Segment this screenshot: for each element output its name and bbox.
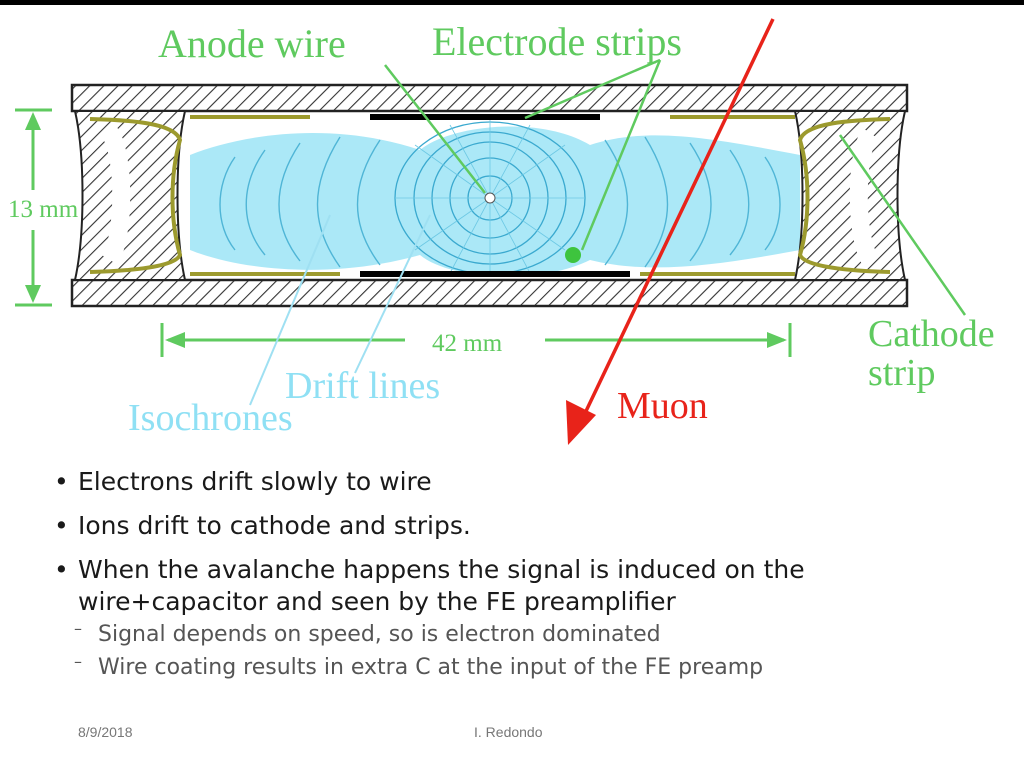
cathode-coating <box>89 115 891 276</box>
electrode-strips <box>360 114 630 277</box>
cathode-strip-label-line1: Cathode <box>868 313 995 355</box>
sub-bullet-container: Signal depends on speed, so is electron … <box>52 612 992 684</box>
muon-track <box>566 18 775 445</box>
drift-leader-lines <box>249 214 431 406</box>
electrode-strips-label: Electrode strips <box>432 19 682 64</box>
bullet-item: When the avalanche happens the signal is… <box>52 554 992 618</box>
electrode-point-dot <box>565 247 581 263</box>
anode-wire-label: Anode wire <box>158 21 346 66</box>
top-border <box>0 0 1024 5</box>
muon-label: Muon <box>617 385 708 427</box>
anode-wire-dot <box>484 192 496 204</box>
sub-bullet-list: Signal depends on speed, so is electron … <box>52 612 992 684</box>
bullet-list: Electrons drift slowly to wire Ions drif… <box>52 466 992 684</box>
bullet-item-text: When the avalanche happens the signal is… <box>78 555 805 616</box>
drift-field-region <box>190 120 800 277</box>
drift-tube-diagram: Anode wire Electrode strips 13 mm 42 mm … <box>8 18 995 445</box>
drift-lines-label: Drift lines <box>285 365 440 407</box>
bullet-item: Electrons drift slowly to wire <box>52 466 992 498</box>
sub-bullet-item: Signal depends on speed, so is electron … <box>74 612 992 651</box>
cathode-strip-label-line2: strip <box>868 352 936 394</box>
width-label: 42 mm <box>432 330 503 357</box>
height-dimension <box>15 108 52 307</box>
tube-walls <box>70 83 909 308</box>
footer-author: I. Redondo <box>474 724 543 740</box>
isochrones-label: Isochrones <box>128 397 293 439</box>
sub-bullet-item: Wire coating results in extra C at the i… <box>74 645 992 684</box>
width-dimension <box>160 323 792 357</box>
height-label: 13 mm <box>8 196 79 223</box>
bullet-item: Ions drift to cathode and strips. <box>52 510 992 542</box>
leader-lines <box>384 58 967 316</box>
footer-date: 8/9/2018 <box>78 724 133 740</box>
